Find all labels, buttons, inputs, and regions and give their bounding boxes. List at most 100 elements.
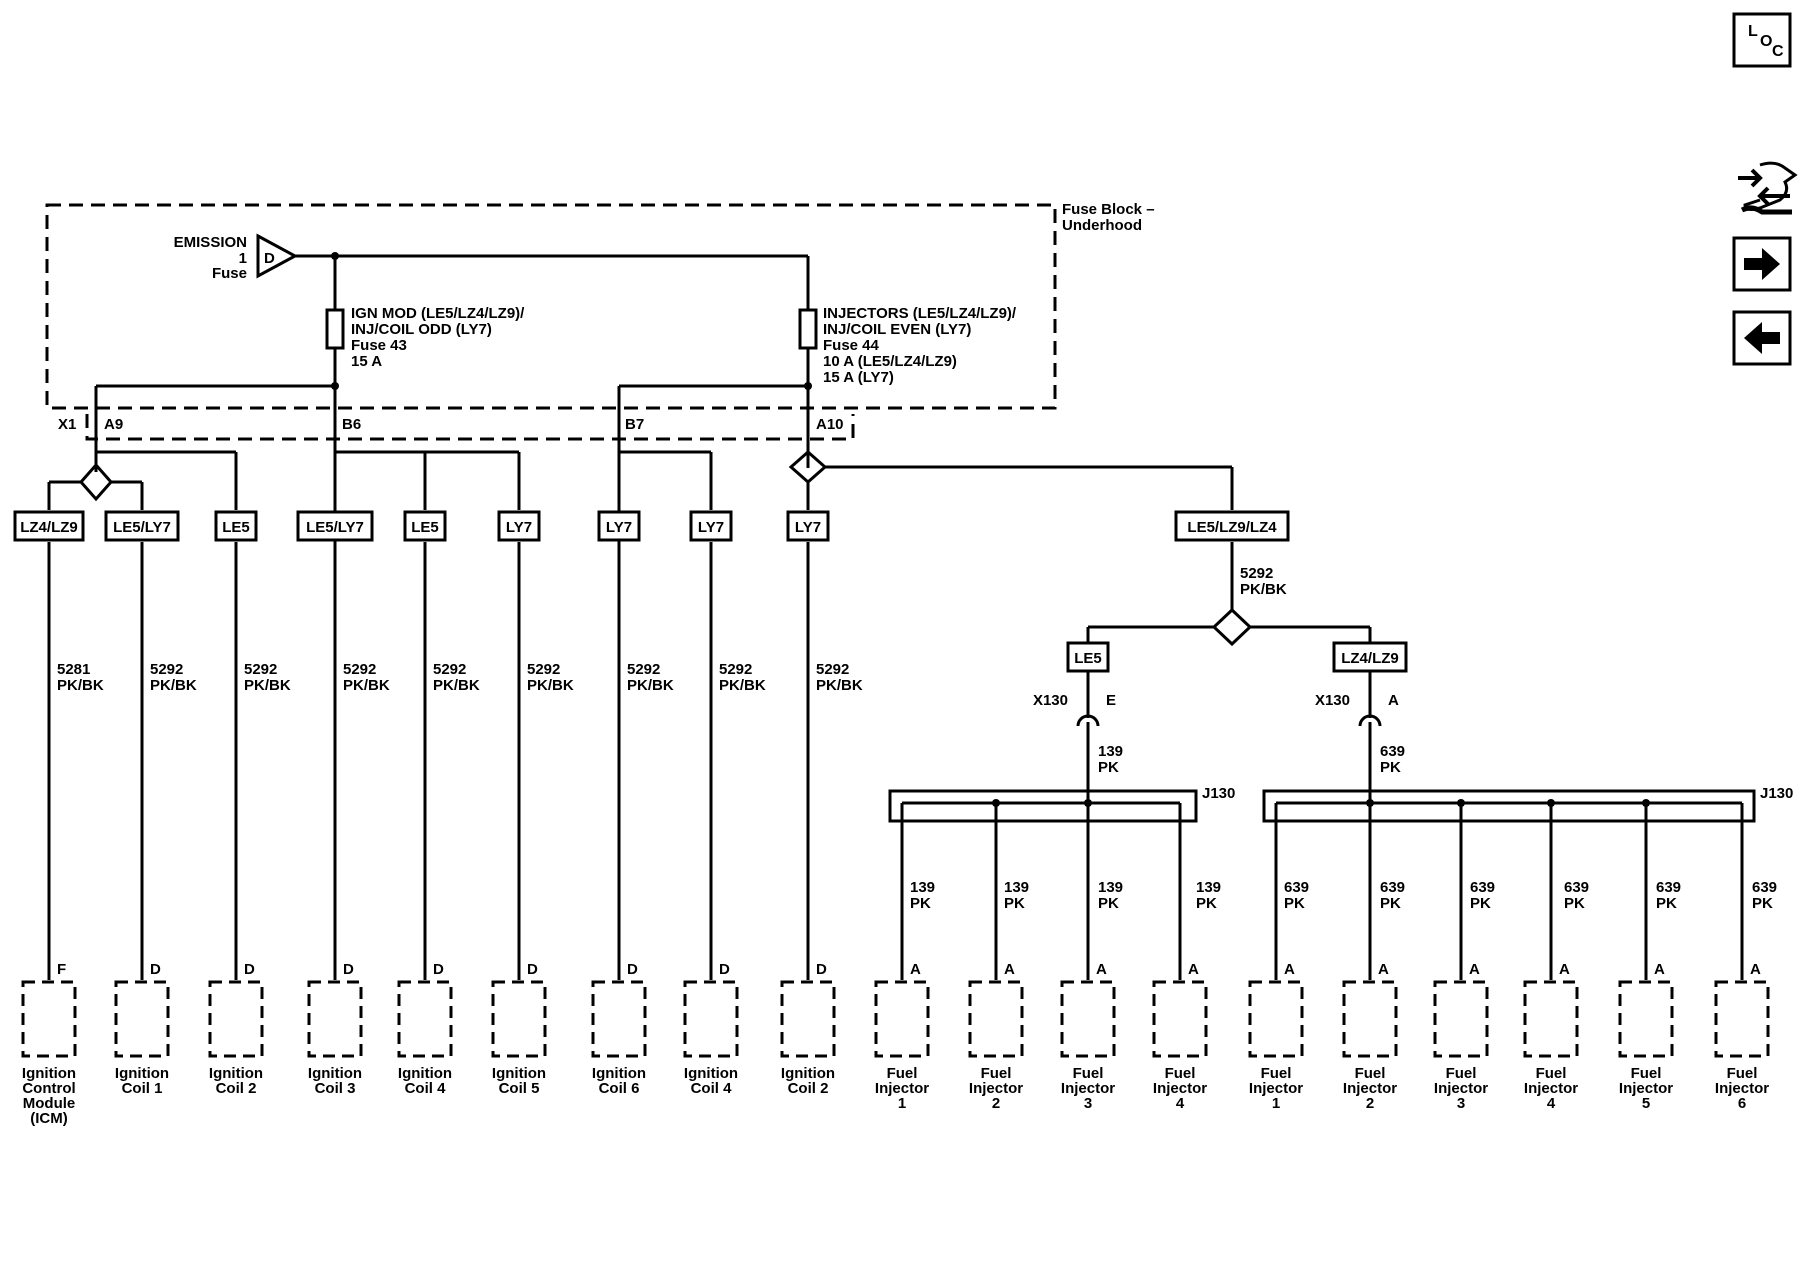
- component-name-line: Fuel: [981, 1065, 1012, 1082]
- svg-text:Fuse 44: Fuse 44: [823, 337, 880, 354]
- svg-text:15 A: 15 A: [351, 353, 382, 370]
- component-name-line: Injector: [1153, 1080, 1207, 1097]
- svg-text:E: E: [1106, 692, 1116, 709]
- svg-text:PK: PK: [1752, 895, 1773, 912]
- svg-text:LZ4/LZ9: LZ4/LZ9: [1341, 650, 1399, 667]
- component-name-line: Ignition: [592, 1065, 646, 1082]
- svg-text:INJ/COIL ODD (LY7): INJ/COIL ODD (LY7): [351, 321, 492, 338]
- pin-letter: D: [244, 961, 255, 978]
- fuse-block-outline: [45, 203, 1057, 441]
- component-name-line: 1: [898, 1095, 906, 1112]
- svg-text:PK: PK: [1284, 895, 1305, 912]
- component-name-line: Control: [22, 1080, 75, 1097]
- component-name-line: Ignition: [398, 1065, 452, 1082]
- arrow-left-icon[interactable]: [1732, 310, 1792, 366]
- pin-letter: A: [1750, 961, 1761, 978]
- pin-letter: D: [433, 961, 444, 978]
- arrow-right-icon[interactable]: [1732, 236, 1792, 292]
- svg-text:139: 139: [1098, 879, 1123, 896]
- x130-connector-a: X130 A 639 PK: [1315, 692, 1405, 792]
- option-box-lz4lz9-b: LZ4/LZ9: [1332, 641, 1408, 673]
- component-name-line: Coil 4: [691, 1080, 732, 1097]
- svg-text:LE5/LY7: LE5/LY7: [113, 519, 171, 536]
- component-name-line: Fuel: [1631, 1065, 1662, 1082]
- component-name-line: Module: [23, 1095, 76, 1112]
- svg-text:Fuse 43: Fuse 43: [351, 337, 407, 354]
- svg-text:INJ/COIL EVEN (LY7): INJ/COIL EVEN (LY7): [823, 321, 971, 338]
- pin-letter: D: [150, 961, 161, 978]
- svg-text:IGN MOD (LE5/LZ4/LZ9)/: IGN MOD (LE5/LZ4/LZ9)/: [351, 305, 525, 322]
- svg-text:PK: PK: [1380, 759, 1401, 776]
- svg-text:PK/BK: PK/BK: [433, 677, 480, 694]
- component-name-line: Ignition: [492, 1065, 546, 1082]
- svg-text:J130: J130: [1760, 785, 1793, 802]
- svg-text:5292: 5292: [1240, 565, 1273, 582]
- wire-label-5292-coil1: 5292 PK/BK: [150, 661, 197, 694]
- connector-swap-icon[interactable]: [1738, 161, 1798, 215]
- option-box-ly7-c: LY7: [689, 510, 733, 542]
- j130-splice-lz: J130: [1262, 785, 1793, 980]
- component-name-line: Ignition: [684, 1065, 738, 1082]
- svg-text:PK/BK: PK/BK: [343, 677, 390, 694]
- component-name-line: Coil 2: [788, 1080, 829, 1097]
- component-name-line: Fuel: [1536, 1065, 1567, 1082]
- component-name-line: Fuel: [1355, 1065, 1386, 1082]
- option-box-le5ly7-b: LE5/LY7: [296, 510, 374, 542]
- component-name-line: Ignition: [22, 1065, 76, 1082]
- component-name-line: 2: [1366, 1095, 1374, 1112]
- component-name-line: 5: [1642, 1095, 1650, 1112]
- components-row: FIgnitionControlModule(ICM)DIgnitionCoil…: [21, 961, 1770, 1127]
- pin-letter: A: [1284, 961, 1295, 978]
- pin-letter: D: [719, 961, 730, 978]
- pin-letter: A: [1004, 961, 1015, 978]
- a9-branch: [47, 450, 238, 980]
- wire-label-5292-coil2: 5292 PK/BK: [244, 661, 291, 694]
- component-name-line: Coil 6: [599, 1080, 640, 1097]
- svg-text:LY7: LY7: [606, 519, 632, 536]
- option-box-ly7-a: LY7: [497, 510, 541, 542]
- svg-text:PK/BK: PK/BK: [719, 677, 766, 694]
- wire-label-5292-coil4: 5292 PK/BK: [433, 661, 480, 694]
- svg-text:PK: PK: [1380, 895, 1401, 912]
- option-box-ly7-b: LY7: [597, 510, 641, 542]
- wire-label-5292-coil4b: 5292 PK/BK: [719, 661, 766, 694]
- fuse-block-title-2: Underhood: [1062, 217, 1142, 234]
- svg-text:LE5/LY7: LE5/LY7: [306, 519, 364, 536]
- svg-text:139: 139: [1098, 743, 1123, 760]
- svg-text:LY7: LY7: [795, 519, 821, 536]
- component-name-line: Fuel: [1727, 1065, 1758, 1082]
- fuse-43-text: IGN MOD (LE5/LZ4/LZ9)/ INJ/COIL ODD (LY7…: [351, 305, 525, 370]
- component-name-line: (ICM): [30, 1110, 68, 1127]
- svg-text:639: 639: [1380, 879, 1405, 896]
- component-name-line: Ignition: [781, 1065, 835, 1082]
- loc-button[interactable]: L O C: [1732, 12, 1792, 68]
- svg-text:LE5/LZ9/LZ4: LE5/LZ9/LZ4: [1187, 519, 1277, 536]
- emission-fuse-letter: D: [264, 250, 275, 267]
- svg-text:L: L: [1748, 23, 1758, 40]
- pin-letter: D: [627, 961, 638, 978]
- component-name-line: 4: [1176, 1095, 1185, 1112]
- fuse-block-title: Fuse Block –: [1062, 201, 1155, 218]
- component-name-line: Fuel: [1446, 1065, 1477, 1082]
- pin-letter: A: [1654, 961, 1665, 978]
- component-name-line: Injector: [875, 1080, 929, 1097]
- component-name-line: Ignition: [115, 1065, 169, 1082]
- component-name-line: Injector: [1434, 1080, 1488, 1097]
- pin-letter: A: [1188, 961, 1199, 978]
- b7-branch: [619, 450, 713, 980]
- emission-label: EMISSION: [174, 234, 247, 251]
- option-box-lz4lz9: LZ4/LZ9: [13, 510, 85, 542]
